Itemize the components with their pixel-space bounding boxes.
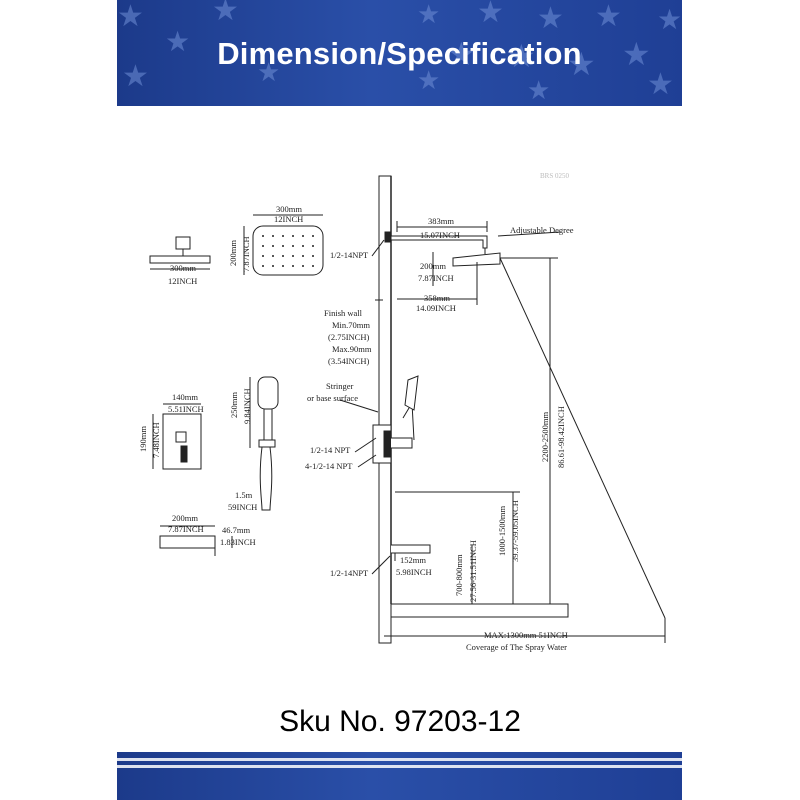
label-hose-m: 1.5m	[235, 490, 253, 500]
head-nozzles	[262, 235, 314, 267]
star-icon: ★	[165, 25, 191, 58]
label-plate-w-mm: 140mm	[172, 392, 198, 402]
star-icon: ★	[622, 35, 651, 73]
head-front-view	[252, 225, 324, 276]
label-head-side-w: 300mm	[170, 263, 196, 273]
label-height-mm: 2200-2500mm	[540, 412, 550, 462]
label-base-surface: or base surface	[307, 393, 358, 403]
star-icon: ★	[417, 0, 441, 30]
label-min-in: (2.75INCH)	[328, 332, 369, 342]
star-icon: ★	[507, 37, 536, 75]
label-valve-in: 39.37-59.05INCH	[510, 500, 520, 562]
label-spout-d-in: 1.83INCH	[220, 537, 256, 547]
floor	[391, 603, 569, 618]
label-arm-mm: 383mm	[428, 216, 454, 226]
valve-handle	[391, 437, 413, 449]
star-icon: ★	[567, 45, 596, 83]
label-reach-in: 14.09INCH	[416, 303, 456, 313]
star-icon: ★	[657, 3, 682, 36]
handheld-head	[257, 376, 279, 410]
star-icon: ★	[595, 0, 622, 34]
label-hand-h-in: 9.84INCH	[242, 388, 252, 424]
label-max-in: (3.54INCH)	[328, 356, 369, 366]
label-hose-in: 59INCH	[228, 502, 257, 512]
label-faded: BRS 0250	[540, 172, 569, 180]
label-max-coverage: MAX:1300mm 51INCH	[484, 630, 568, 640]
label-stringer: Stringer	[326, 381, 354, 391]
label-spout-w-mm: 200mm	[172, 513, 198, 523]
sku-number: Sku No. 97203-12	[279, 705, 521, 738]
handheld-wall	[404, 375, 419, 411]
rain-head	[452, 252, 501, 267]
label-npt-mid: 1/2-14 NPT	[310, 445, 351, 455]
label-head-top-w: 300mm	[276, 204, 302, 214]
label-drop-in: 7.87INCH	[418, 273, 454, 283]
header-banner: ★ ★ ★ ★ ★ ★ ★ ★ ★ ★ ★ ★ ★ ★ ★ ★ ★	[117, 0, 682, 106]
label-head-side-in: 12INCH	[168, 276, 197, 286]
star-icon: ★	[212, 0, 239, 28]
page-title: Dimension/Specification	[217, 36, 582, 71]
label-head-top-in: 12INCH	[274, 214, 303, 224]
label-npt-valve: 4-1/2-14 NPT	[305, 461, 353, 471]
footer-stripe	[117, 765, 682, 768]
label-finish-wall: Finish wall	[324, 308, 363, 318]
label-arm-in: 15.07INCH	[420, 230, 460, 240]
star-icon: ★	[647, 67, 674, 102]
label-spout-len-in: 5.98INCH	[396, 567, 432, 577]
label-min: Min.70mm	[332, 320, 370, 330]
footer-stripe	[117, 758, 682, 761]
label-height-in: 86.61-98.42INCH	[556, 406, 566, 468]
label-npt-top: 1/2-14NPT	[330, 250, 369, 260]
label-adjustable: Adjustable Degree	[510, 225, 574, 235]
star-icon: ★	[417, 66, 441, 96]
label-reach-mm: 358mm	[424, 293, 450, 303]
finish-wall	[378, 175, 392, 644]
label-npt-bottom: 1/2-14NPT	[330, 568, 369, 578]
star-icon: ★	[477, 0, 504, 30]
label-spout-h-mm: 700-800mm	[454, 554, 464, 596]
label-drop-mm: 200mm	[420, 261, 446, 271]
spout-side-view	[159, 535, 216, 549]
footer-banner	[117, 752, 682, 800]
label-max: Max.90mm	[332, 344, 372, 354]
star-icon: ★	[537, 1, 564, 36]
label-coverage: Coverage of The Spray Water	[466, 642, 567, 652]
label-spout-w-in: 7.87INCH	[168, 524, 204, 534]
label-valve-mm: 1000-1500mm	[497, 506, 507, 556]
shower-hose	[259, 446, 273, 511]
head-side-view	[149, 255, 211, 264]
label-spout-len-mm: 152mm	[400, 555, 426, 565]
star-icon: ★	[527, 76, 551, 106]
star-icon: ★	[122, 59, 149, 94]
label-plate-h-in: 7.48INCH	[151, 422, 161, 458]
label-head-h-in: 7.87INCH	[241, 236, 251, 272]
label-spout-d-mm: 46.7mm	[222, 525, 250, 535]
label-spout-h-in: 27.56-31.51INCH	[468, 540, 478, 602]
star-icon: ★	[117, 0, 144, 34]
star-icon: ★	[257, 58, 281, 88]
label-hand-h-mm: 250mm	[229, 392, 239, 418]
tub-spout	[391, 544, 431, 554]
label-head-h-mm: 200mm	[228, 240, 238, 266]
label-plate-w-in: 5.51INCH	[168, 404, 204, 414]
star-icon: ★	[447, 35, 476, 73]
label-plate-h: 190mm	[138, 426, 148, 452]
